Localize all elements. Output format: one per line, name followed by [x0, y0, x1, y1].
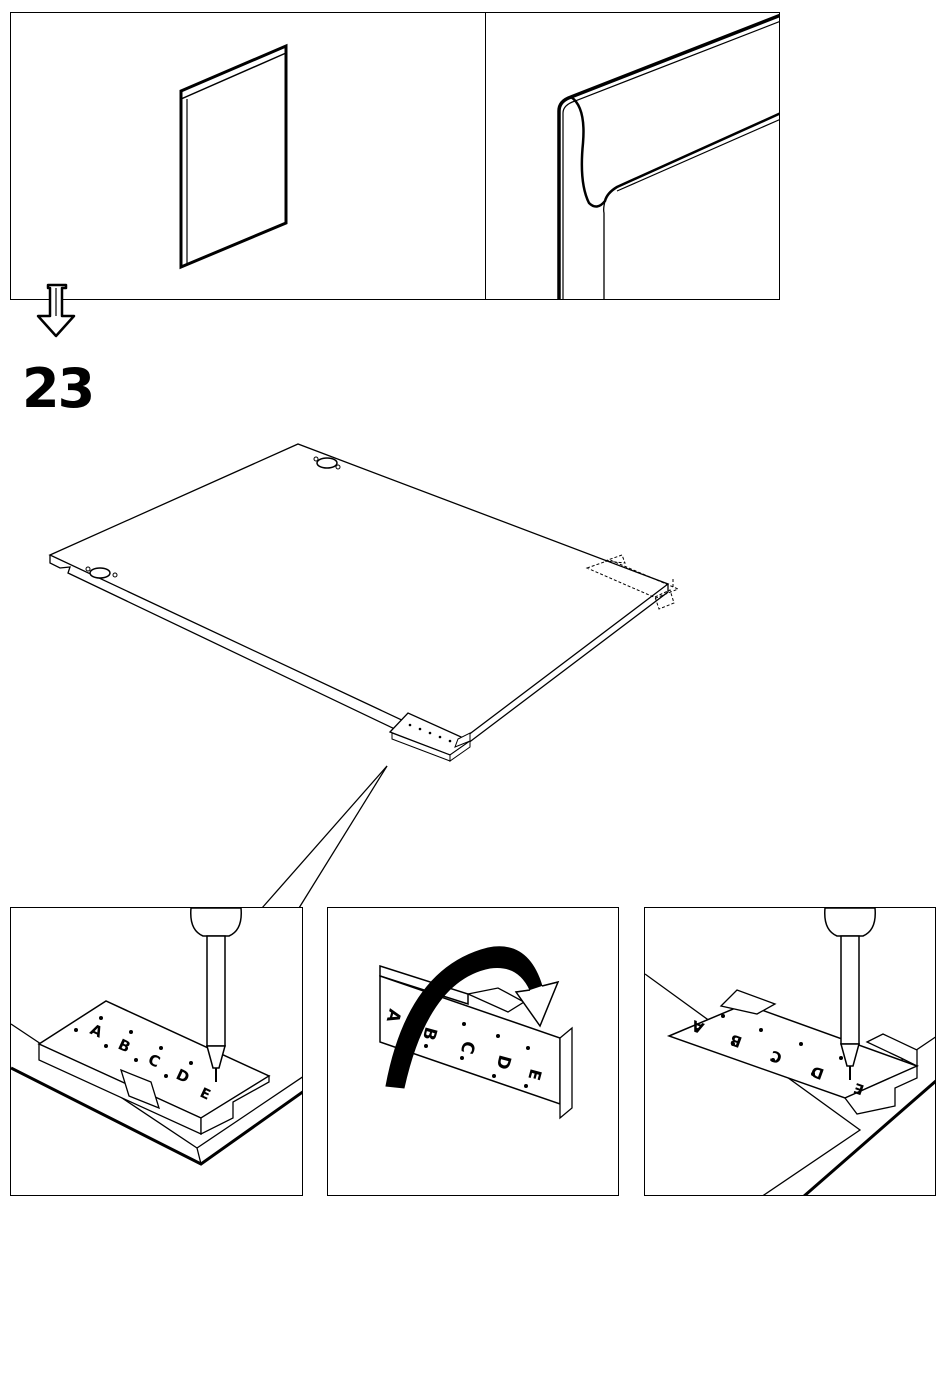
top-reference-panel: [10, 12, 780, 300]
board-illustration: [40, 435, 720, 795]
continue-arrow-icon: [28, 282, 84, 342]
detail-flip-panel: A B C D E: [327, 907, 619, 1196]
step-number: 23: [22, 362, 93, 416]
detail-marking-panel: A B C D E: [10, 907, 303, 1196]
detail-marking-reverse-panel: A B C D E: [644, 907, 936, 1196]
callout-lines: [0, 760, 400, 920]
profile-closeup-drawing: [11, 13, 780, 300]
